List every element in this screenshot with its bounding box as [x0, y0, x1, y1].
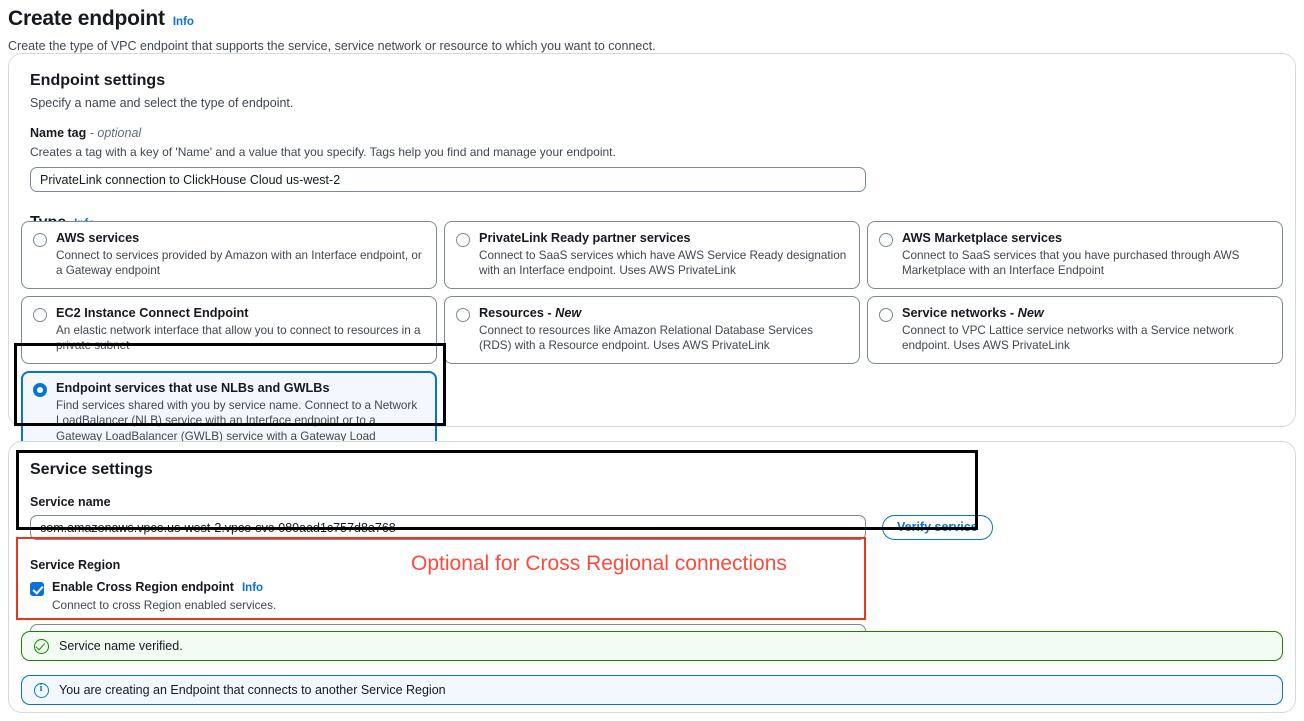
radio-title: EC2 Instance Connect Endpoint: [56, 306, 249, 320]
endpoint-settings-title: Endpoint settings: [30, 72, 166, 89]
radio-description: Connect to SaaS services that you have p…: [902, 248, 1240, 278]
radio-description: Connect to services provided by Amazon w…: [56, 248, 422, 278]
radio-card-privatelink-ready-partner-services[interactable]: PrivateLink Ready partner services Conne…: [444, 221, 860, 289]
enable-cross-region-row[interactable]: Enable Cross Region endpoint Info Connec…: [30, 580, 1274, 612]
page-subtitle: Create the type of VPC endpoint that sup…: [8, 39, 656, 54]
service-settings-panel: Service settings Service name Verify ser…: [8, 441, 1296, 713]
radio-icon[interactable]: [879, 233, 893, 247]
name-tag-label-text: Name tag: [30, 126, 87, 141]
enable-cross-region-checkbox[interactable]: [30, 582, 44, 597]
name-tag-description: Creates a tag with a key of 'Name' and a…: [30, 145, 616, 160]
radio-title: Service networks - New: [902, 306, 1044, 320]
radio-title: Resources - New: [479, 306, 582, 320]
radio-icon[interactable]: [456, 308, 470, 322]
radio-icon-selected[interactable]: [33, 383, 47, 397]
alert-message: Service name verified.: [59, 639, 183, 653]
alert-message: You are creating an Endpoint that connec…: [59, 683, 446, 697]
radio-card-aws-services[interactable]: AWS services Connect to services provide…: [21, 221, 437, 289]
radio-title: AWS services: [56, 231, 140, 245]
radio-icon[interactable]: [879, 308, 893, 322]
enable-cross-region-label: Enable Cross Region endpoint: [52, 580, 234, 595]
radio-title: PrivateLink Ready partner services: [479, 231, 691, 245]
service-region-label: Service Region: [30, 558, 121, 573]
radio-card-aws-marketplace-services[interactable]: AWS Marketplace services Connect to SaaS…: [867, 221, 1283, 289]
radio-card-service-networks[interactable]: Service networks - New Connect to VPC La…: [867, 296, 1283, 364]
alert-service-name-verified: Service name verified.: [21, 631, 1283, 661]
radio-description: An elastic network interface that allow …: [56, 323, 421, 353]
radio-icon[interactable]: [33, 308, 47, 322]
radio-card-resources[interactable]: Resources - New Connect to resources lik…: [444, 296, 860, 364]
name-tag-label: Name tag - optional: [30, 126, 1274, 140]
radio-title: Endpoint services that use NLBs and GWLB…: [56, 381, 330, 395]
enable-cross-region-description: Connect to cross Region enabled services…: [52, 598, 277, 613]
service-name-input[interactable]: [30, 515, 866, 541]
service-settings-title: Service settings: [30, 461, 153, 478]
radio-description: Connect to resources like Amazon Relatio…: [479, 323, 813, 353]
radio-icon[interactable]: [33, 233, 47, 247]
name-tag-input[interactable]: [30, 167, 866, 193]
endpoint-settings-subtitle: Specify a name and select the type of en…: [30, 96, 294, 111]
verify-service-button[interactable]: Verify service: [882, 515, 993, 541]
alert-cross-region-info: You are creating an Endpoint that connec…: [21, 675, 1283, 705]
radio-icon[interactable]: [456, 233, 470, 247]
name-tag-optional-suffix: - optional: [89, 126, 142, 141]
info-circle-icon: [34, 682, 49, 698]
page-title-row: Create endpoint Info: [8, 6, 1296, 31]
page-header: Create endpoint Info Create the type of …: [0, 0, 1304, 55]
cross-region-info-link[interactable]: Info: [241, 582, 264, 595]
page-info-link[interactable]: Info: [172, 16, 194, 28]
check-circle-icon: [34, 638, 49, 654]
radio-description: Connect to VPC Lattice service networks …: [902, 323, 1234, 353]
radio-card-ec2-instance-connect-endpoint[interactable]: EC2 Instance Connect Endpoint An elastic…: [21, 296, 437, 364]
cross-region-annotation: Optional for Cross Regional connections: [411, 552, 787, 575]
service-name-label: Service name: [30, 495, 111, 510]
radio-title: AWS Marketplace services: [902, 231, 1063, 245]
endpoint-type-radio-group: AWS services Connect to services provide…: [21, 221, 1284, 471]
radio-description: Connect to SaaS services which have AWS …: [479, 248, 847, 278]
page-title: Create endpoint: [8, 7, 165, 30]
